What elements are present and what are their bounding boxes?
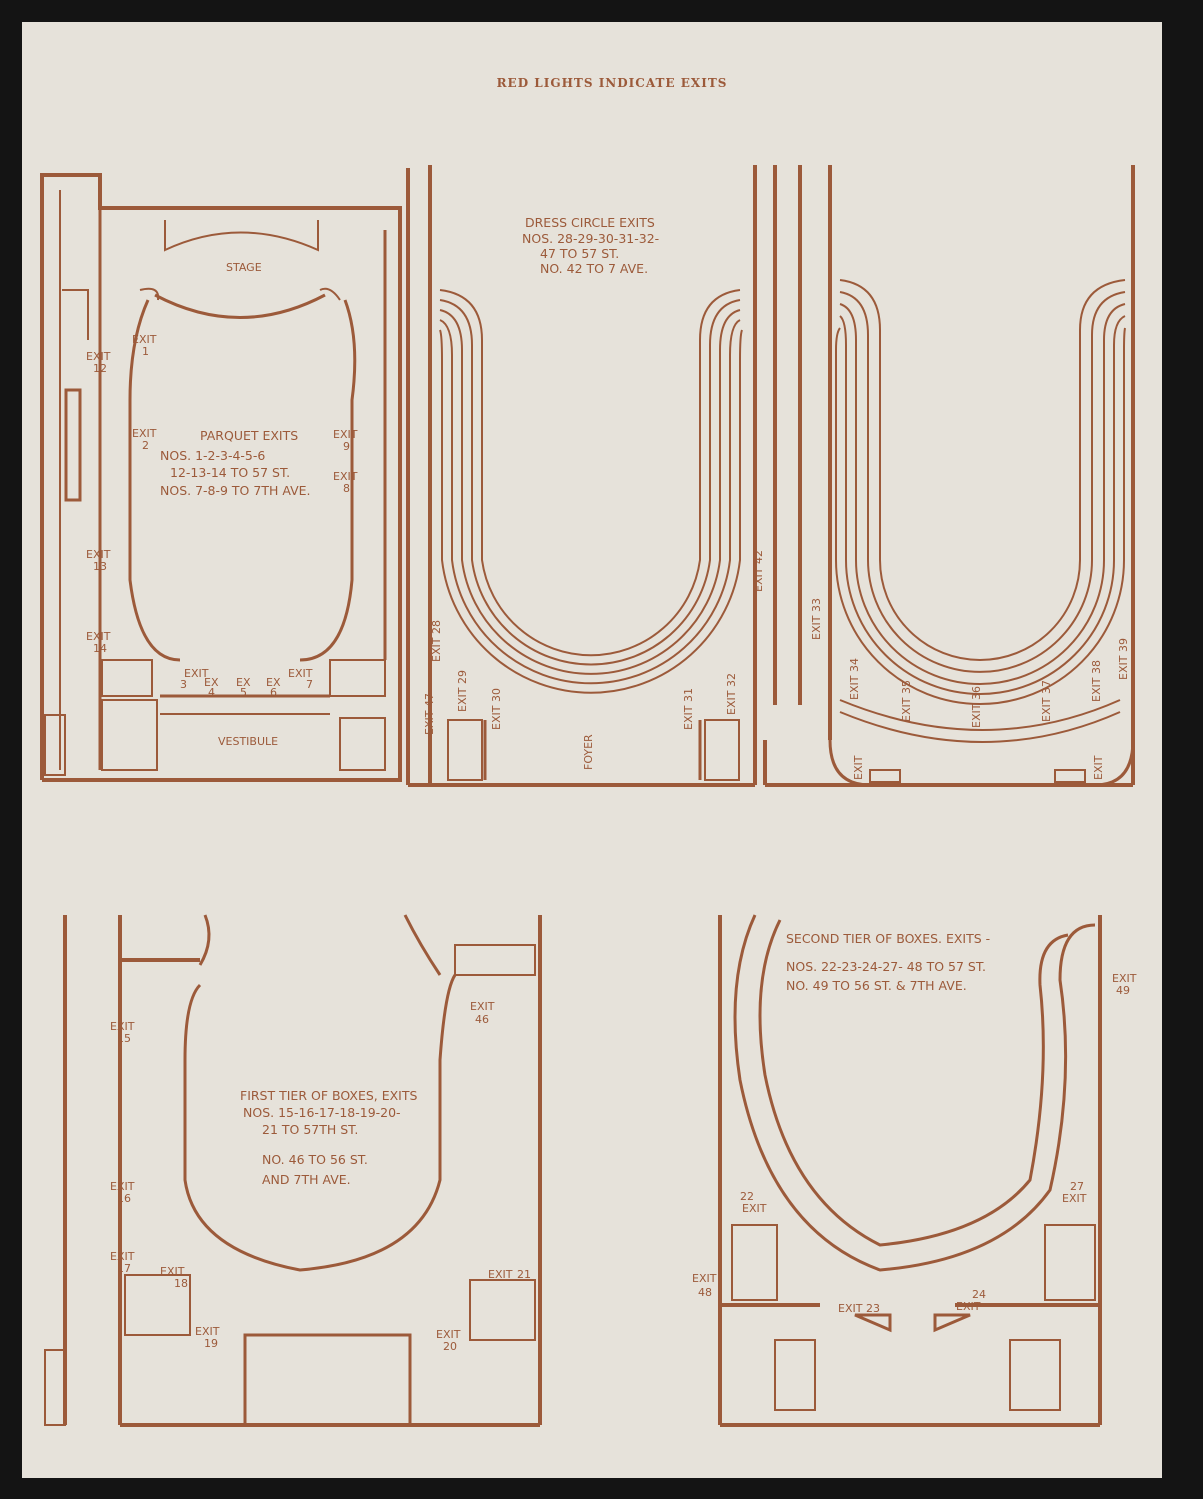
balcony-exit-34: EXIT 34 (848, 658, 861, 700)
st-exit-22-num: 22 (740, 1190, 754, 1203)
parquet-exit-3-num: 3 (180, 678, 187, 691)
second-tier-note-2: NOS. 22-23-24-27- 48 TO 57 ST. (786, 959, 986, 974)
dress-circle-note-3: 47 TO 57 ST. (540, 246, 619, 261)
parquet-exit-12-num: 12 (93, 362, 107, 375)
first-tier-note-4: NO. 46 TO 56 ST. (262, 1152, 368, 1167)
second-tier-plan (718, 914, 1102, 1427)
floor-plans: STAGE VESTIBULE PARQUET EXITS NOS. 1-2-3… (40, 165, 1137, 1427)
vestibule-label: VESTIBULE (218, 735, 278, 748)
second-tier-note-1: SECOND TIER OF BOXES. EXITS - (786, 931, 990, 946)
ft-exit-46-word: EXIT (470, 1000, 495, 1013)
parquet-exit-8-word: EXIT (333, 470, 358, 483)
st-exit-49-num: 49 (1116, 984, 1130, 997)
ft-exit-21-num: 21 (517, 1268, 531, 1281)
ft-exit-18-word: EXIT (160, 1265, 185, 1278)
ft-exit-17-num: 17 (117, 1262, 131, 1275)
balcony-exit-35: EXIT 35 (900, 680, 913, 722)
parquet-note-1: PARQUET EXITS (200, 428, 298, 443)
dc-exit-42: EXIT 42 (752, 550, 765, 592)
parquet-exit-4-word: EX (204, 676, 219, 689)
dc-exit-31: EXIT 31 (682, 688, 695, 730)
parquet-exit-7-num: 7 (306, 678, 313, 691)
parquet-exit-12-word: EXIT (86, 350, 111, 363)
parquet-plan (40, 173, 402, 782)
st-exit-24-num: 24 (972, 1288, 986, 1301)
ft-exit-20-word: EXIT (436, 1328, 461, 1341)
parquet-exit-2-word: EXIT (132, 427, 157, 440)
parquet-note-4: NOS. 7-8-9 TO 7TH AVE. (160, 483, 311, 498)
parquet-exit-1-num: 1 (142, 345, 149, 358)
parquet-exit-6-word: EX (266, 676, 281, 689)
parquet-exit-5-num: 5 (240, 686, 247, 699)
dc-exit-29: EXIT 29 (456, 670, 469, 712)
first-tier-note-5: AND 7TH AVE. (262, 1172, 351, 1187)
first-tier-note-2: NOS. 15-16-17-18-19-20- (243, 1105, 401, 1120)
parquet-exit-13-word: EXIT (86, 548, 111, 561)
st-exit-27-num: 27 (1070, 1180, 1084, 1193)
ft-exit-21-word: EXIT (488, 1268, 513, 1281)
dress-circle-note-4: NO. 42 TO 7 AVE. (540, 261, 648, 276)
ft-exit-46-num: 46 (475, 1013, 489, 1026)
parquet-note-2: NOS. 1-2-3-4-5-6 (160, 448, 265, 463)
st-exit-48-num: 48 (698, 1286, 712, 1299)
parquet-exit-7-word: EXIT (288, 667, 313, 680)
balcony-exit-36: EXIT 36 (970, 686, 983, 728)
ft-exit-19-word: EXIT (195, 1325, 220, 1338)
st-exit-27-word: EXIT (1062, 1192, 1087, 1205)
parquet-exit-14-num: 14 (93, 642, 107, 655)
balcony-exit-right: EXIT (1092, 755, 1105, 780)
st-exit-23: EXIT 23 (838, 1302, 880, 1315)
dress-circle-note-2: NOS. 28-29-30-31-32- (522, 231, 659, 246)
parquet-exit-3-word: EXIT (184, 667, 209, 680)
balcony-exit-33: EXIT 33 (810, 598, 823, 640)
parquet-exit-9-num: 9 (343, 440, 350, 453)
dc-exit-47: EXIT 47 (423, 693, 436, 735)
page-header: RED LIGHTS INDICATE EXITS (496, 76, 728, 90)
parquet-note-3: 12-13-14 TO 57 ST. (170, 465, 290, 480)
ft-exit-15-word: EXIT (110, 1020, 135, 1033)
second-tier-note-3: NO. 49 TO 56 ST. & 7TH AVE. (786, 978, 967, 993)
parquet-exit-6-num: 6 (270, 686, 277, 699)
parquet-exit-4-num: 4 (208, 686, 215, 699)
ft-exit-20-num: 20 (443, 1340, 457, 1353)
st-exit-22-word: EXIT (742, 1202, 767, 1215)
program-page: RED LIGHTS INDICATE EXITS (22, 22, 1162, 1478)
parquet-exit-2-num: 2 (142, 439, 149, 452)
dress-circle-note-1: DRESS CIRCLE EXITS (525, 215, 655, 230)
st-exit-48-word: EXIT (692, 1272, 717, 1285)
dc-exit-28: EXIT 28 (430, 620, 443, 662)
parquet-exit-14-word: EXIT (86, 630, 111, 643)
ft-exit-19-num: 19 (204, 1337, 218, 1350)
dc-exit-30: EXIT 30 (490, 688, 503, 730)
st-exit-49-word: EXIT (1112, 972, 1137, 985)
balcony-exit-38: EXIT 38 (1090, 660, 1103, 702)
first-tier-note-3: 21 TO 57TH ST. (262, 1122, 358, 1137)
parquet-exit-1-word: EXIT (132, 333, 157, 346)
first-tier-note-1: FIRST TIER OF BOXES, EXITS (240, 1088, 418, 1103)
parquet-exit-5-word: EX (236, 676, 251, 689)
first-tier-plan (44, 914, 542, 1427)
balcony-exit-left: EXIT (852, 755, 865, 780)
balcony-exit-37: EXIT 37 (1040, 680, 1053, 722)
dc-exit-32: EXIT 32 (725, 673, 738, 715)
balcony-plan (763, 165, 1135, 787)
parquet-exit-13-num: 13 (93, 560, 107, 573)
st-exit-24-word: EXIT (956, 1300, 981, 1313)
foyer-label: FOYER (582, 734, 595, 770)
ft-exit-16-num: 16 (117, 1192, 131, 1205)
ft-exit-16-word: EXIT (110, 1180, 135, 1193)
ft-exit-18-num: 18 (174, 1277, 188, 1290)
balcony-exit-39: EXIT 39 (1117, 638, 1130, 680)
ft-exit-15-num: 15 (117, 1032, 131, 1045)
dress-circle-plan (406, 165, 757, 787)
parquet-exit-9-word: EXIT (333, 428, 358, 441)
ft-exit-17-word: EXIT (110, 1250, 135, 1263)
stage-label: STAGE (226, 261, 262, 274)
parquet-exit-8-num: 8 (343, 482, 350, 495)
